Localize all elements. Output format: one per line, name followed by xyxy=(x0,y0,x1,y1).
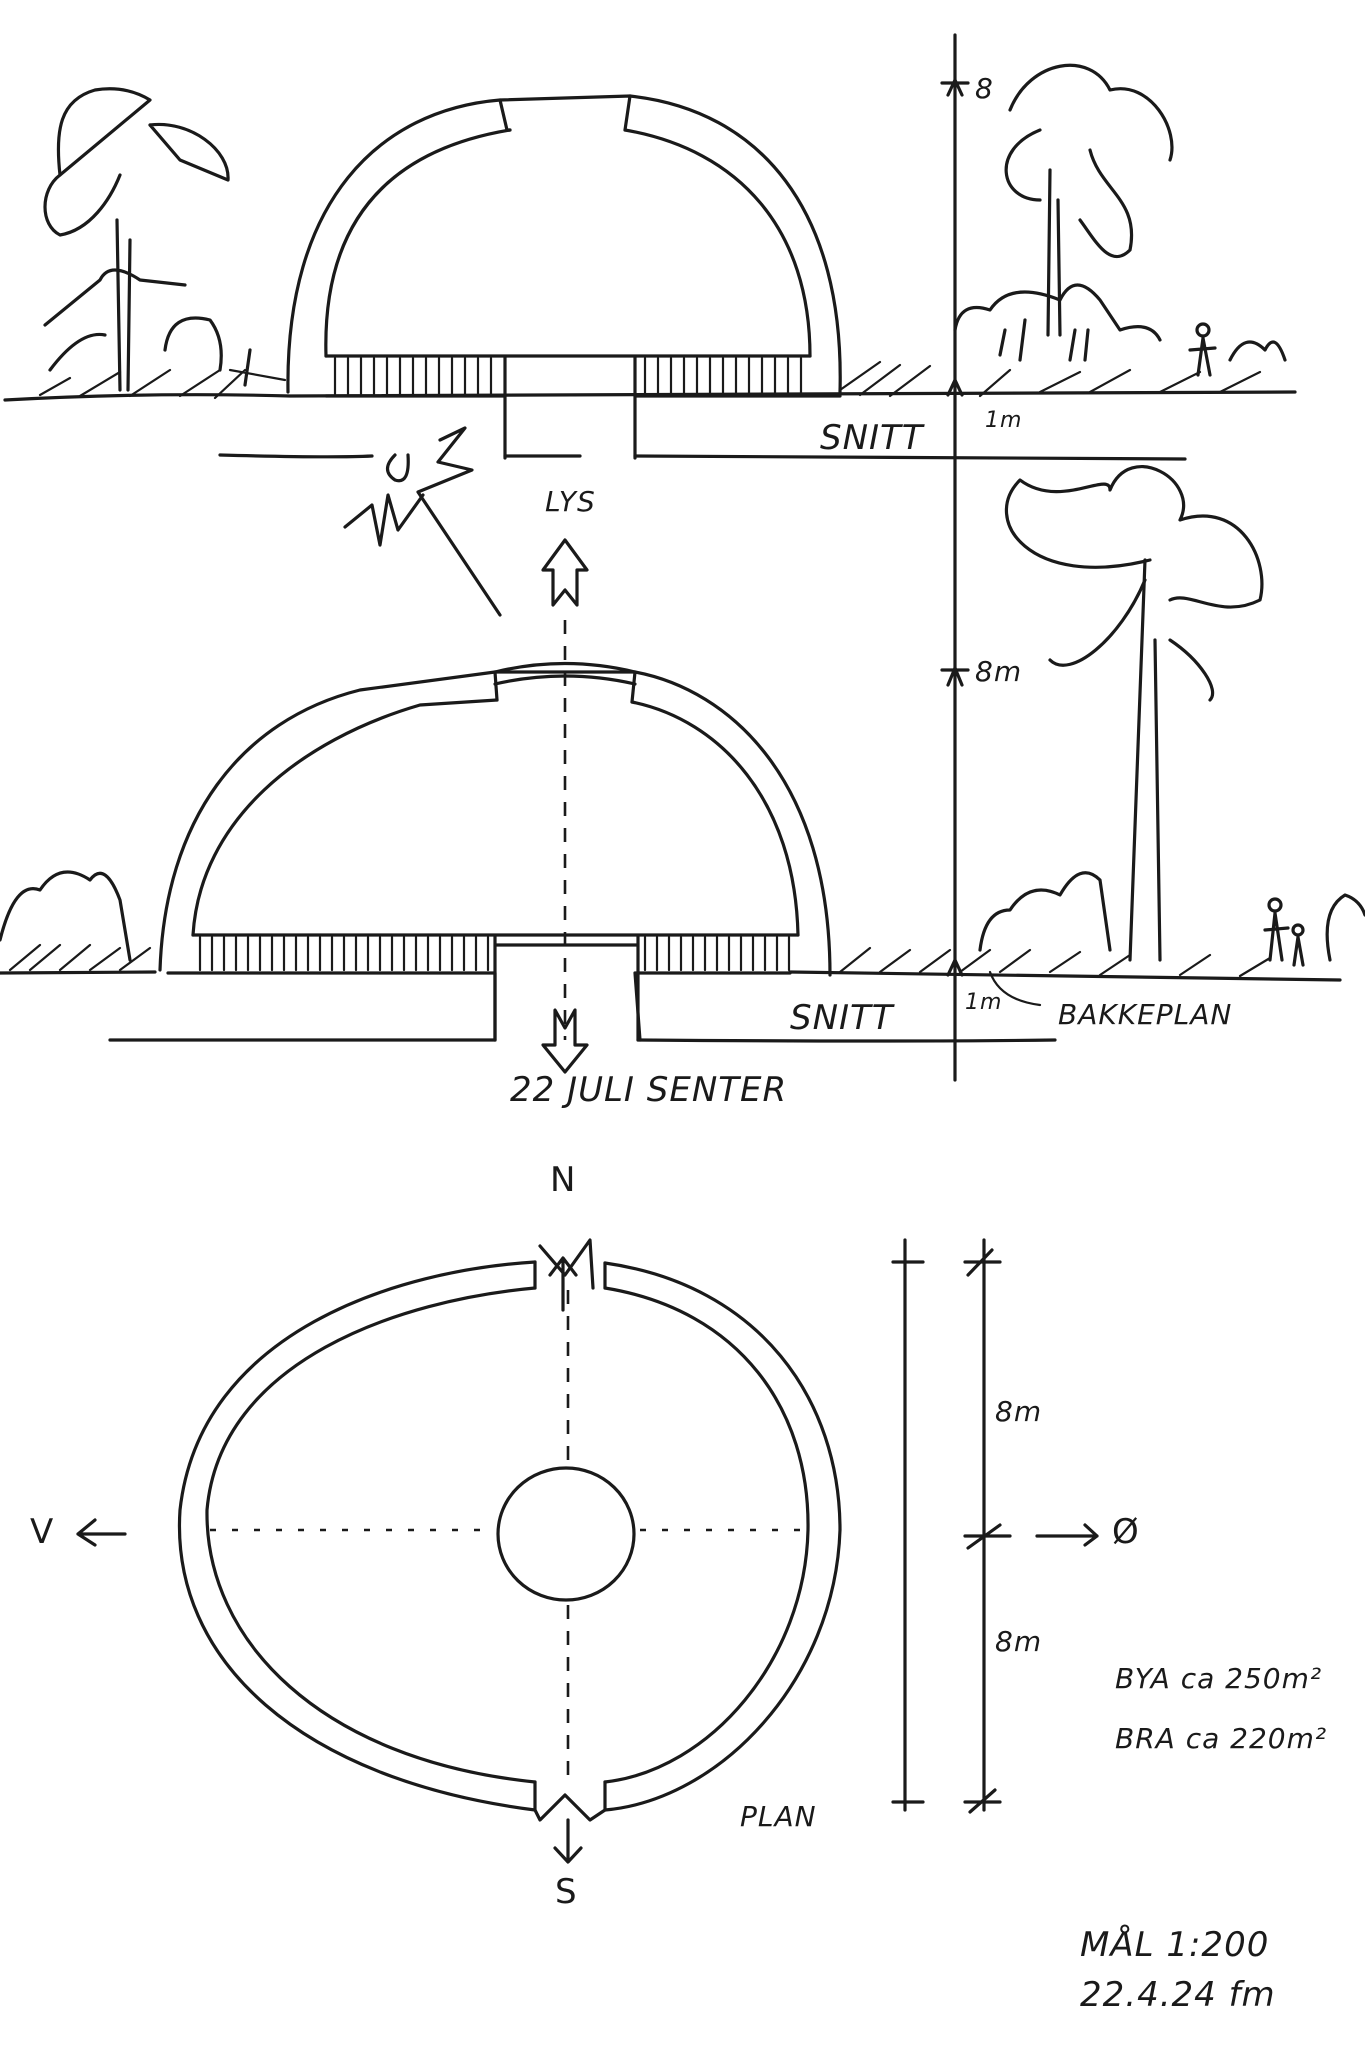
height-mark-2: 8m xyxy=(975,655,1023,688)
area-bra: BRA ca 220m² xyxy=(1115,1722,1328,1755)
lower-line-1 xyxy=(218,453,1187,461)
west-arrow-icon xyxy=(76,1518,127,1547)
dome-1-outer xyxy=(286,94,842,394)
compass-east: Ø xyxy=(1112,1512,1140,1552)
north-arrow-icon xyxy=(548,1256,578,1312)
compass-north: N xyxy=(550,1160,577,1200)
dim-tick-ground-2 xyxy=(946,958,964,977)
dim-tick-ground-1 xyxy=(946,378,964,397)
light-label: LYS xyxy=(545,485,596,518)
dim-tick-top-1 xyxy=(940,78,970,97)
section-1-label: SNITT xyxy=(820,418,924,458)
plan-dim-line-2 xyxy=(963,1238,1012,1814)
person-figure-1 xyxy=(1188,322,1217,377)
area-bya: BYA ca 250m² xyxy=(1115,1662,1323,1695)
section-1-drawing xyxy=(3,33,1297,1082)
leader-arrow xyxy=(988,970,1042,1007)
plan-drawing xyxy=(76,1238,1099,1864)
tree-left-1 xyxy=(43,87,252,392)
dome-2-outer xyxy=(158,670,832,977)
ground-mark-1: 1m xyxy=(985,408,1023,433)
section-2-label: SNITT xyxy=(790,998,894,1038)
north-entrance xyxy=(533,1238,607,1290)
plan-label: PLAN xyxy=(740,1800,817,1833)
plan-inner-wall xyxy=(205,1286,810,1784)
compass-south: S xyxy=(555,1872,578,1912)
plan-dim-upper: 8m xyxy=(995,1395,1043,1428)
lower-line-2 xyxy=(108,1038,1057,1043)
south-entrance xyxy=(533,1780,607,1822)
tree-right-1 xyxy=(953,63,1287,362)
south-arrow-icon xyxy=(553,1818,583,1864)
plan-dim-line-1 xyxy=(891,1238,925,1812)
date-signature: 22.4.24 fm xyxy=(1080,1975,1276,2015)
center-name-label: 22 JULI SENTER xyxy=(510,1070,788,1110)
ground-mark-2: 1m xyxy=(965,990,1003,1015)
dome-1-inner xyxy=(324,128,812,358)
east-arrow-icon xyxy=(1035,1523,1099,1547)
ground-line-2 xyxy=(0,970,1342,982)
plan-outer-wall xyxy=(177,1260,842,1812)
sun-icon xyxy=(385,453,410,483)
light-up-arrow-icon xyxy=(541,538,589,607)
ground-level-label: BAKKEPLAN xyxy=(1058,998,1233,1031)
down-arrow-icon xyxy=(541,1008,589,1074)
ground-line-1 xyxy=(3,390,1297,402)
tree-right-2 xyxy=(0,465,1365,962)
scale-label: MÅL 1:200 xyxy=(1080,1925,1270,1965)
dome-2-inner xyxy=(191,698,800,937)
sun-rays-icon xyxy=(343,426,502,617)
height-mark-1: 8 xyxy=(975,72,994,105)
plan-dim-lower: 8m xyxy=(995,1625,1043,1658)
dim-tick-top-2 xyxy=(940,666,970,687)
center-opening xyxy=(496,1466,636,1602)
person-figures-2 xyxy=(1263,897,1305,967)
compass-west: V xyxy=(30,1512,55,1552)
section-2-drawing xyxy=(0,465,1365,1074)
